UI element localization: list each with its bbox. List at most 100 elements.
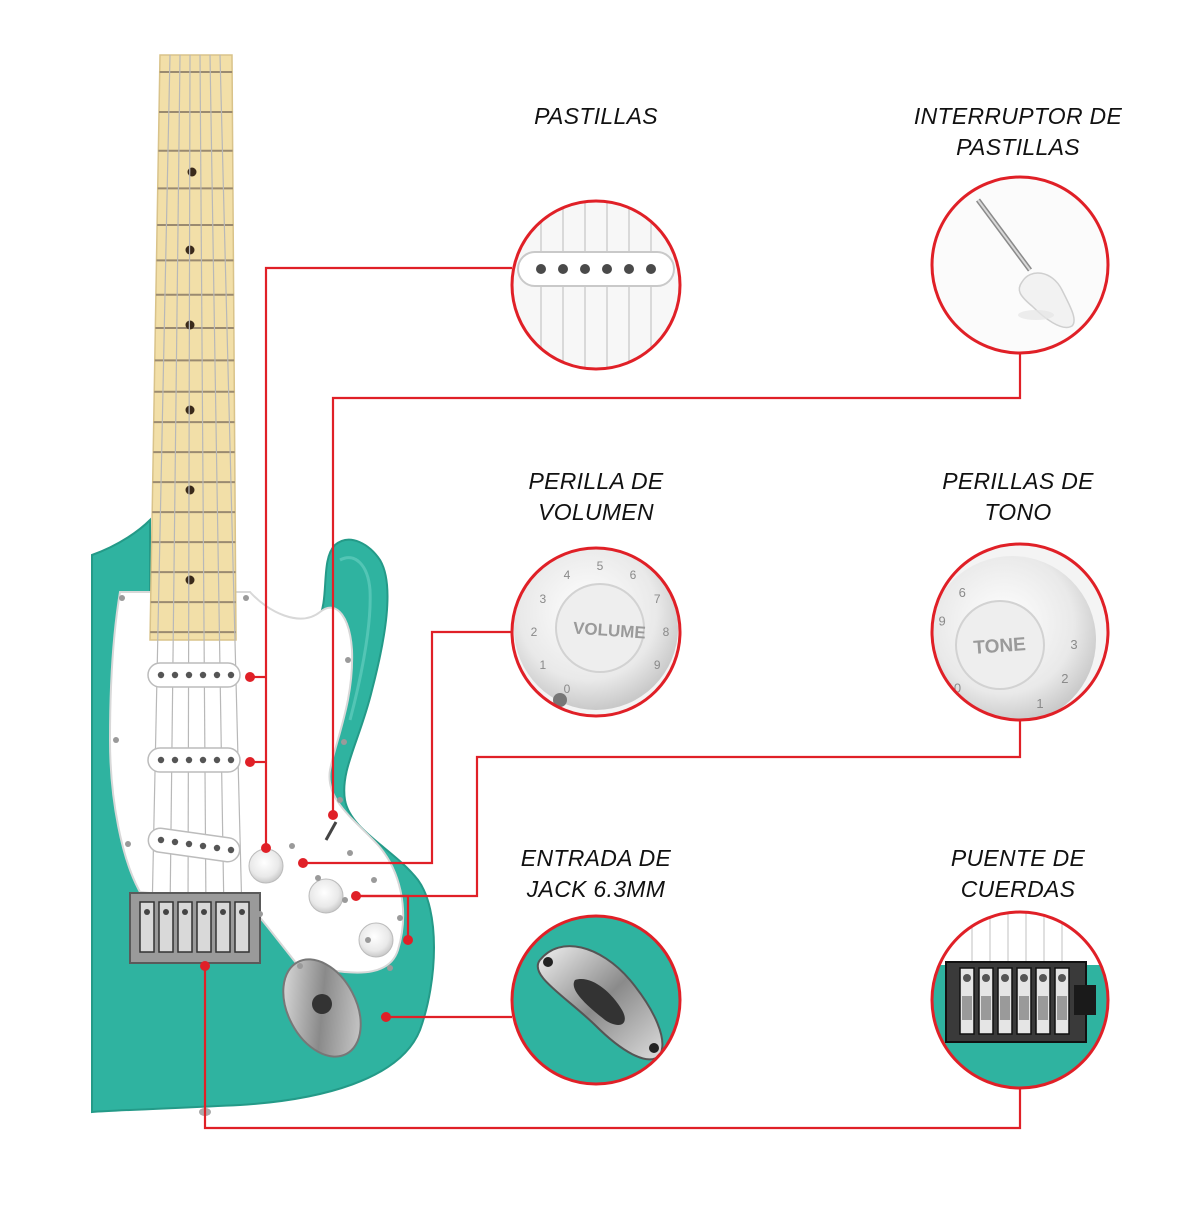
- pole-piece: [157, 756, 165, 764]
- volume-scale-number: 4: [564, 568, 571, 582]
- tremolo-bridge-icon: [932, 912, 1108, 1088]
- label-bridge-line2: CUERDAS: [960, 876, 1076, 902]
- screw: [125, 841, 131, 847]
- guitar-jack: [282, 958, 362, 1058]
- pole-piece: [185, 671, 193, 679]
- bridge-saddle: [139, 901, 155, 953]
- pole-piece: [157, 836, 165, 844]
- fret-marker: [187, 167, 197, 177]
- label-jack-input: ENTRADA DE JACK 6.3MM: [466, 843, 726, 905]
- label-volume-knob-line1: PERILLA DE: [528, 468, 664, 494]
- pole-piece: [157, 671, 165, 679]
- pickups-detail: [510, 199, 682, 371]
- pole-piece: [213, 756, 221, 764]
- pole-piece: [227, 671, 235, 679]
- pole-piece: [213, 671, 221, 679]
- pole-piece: [199, 756, 207, 764]
- screw: [365, 937, 371, 943]
- volume-scale-number: 8: [663, 625, 670, 639]
- pole-piece: [171, 671, 179, 679]
- tone-knob-label: TONE: [973, 634, 1027, 659]
- volume-scale-number: 1: [539, 658, 546, 672]
- volume-scale-number: 5: [597, 559, 604, 573]
- leader-lines: [203, 266, 1022, 1130]
- pole-piece: [213, 844, 221, 852]
- pole-piece: [171, 756, 179, 764]
- guitar-pickups: [147, 662, 241, 863]
- tone-scale-number: 9: [938, 614, 945, 629]
- screw: [371, 877, 377, 883]
- label-pickups: PASTILLAS: [466, 101, 726, 132]
- tone-scale-number: 6: [959, 585, 966, 600]
- selector-switch-icon: [932, 177, 1108, 353]
- label-jack-input-line1: ENTRADA DE: [520, 845, 672, 871]
- pole-piece: [199, 842, 207, 850]
- screw: [345, 657, 351, 663]
- fret-marker: [185, 575, 195, 585]
- label-jack-input-line2: JACK 6.3MM: [526, 876, 666, 902]
- screw: [113, 737, 119, 743]
- pole-piece: [227, 756, 235, 764]
- bridge-saddle: [158, 901, 174, 953]
- screw: [315, 875, 321, 881]
- guitar-switch: [324, 821, 338, 841]
- volume-scale-number: 7: [654, 592, 661, 606]
- bridge-saddle: [177, 901, 193, 953]
- guitar-neck: [149, 54, 237, 641]
- screw: [341, 739, 347, 745]
- pole-piece: [199, 671, 207, 679]
- label-tone-knobs-line1: PERILLAS DE: [942, 468, 1094, 494]
- label-tone-knobs-line2: TONO: [984, 499, 1052, 525]
- label-tone-knobs: PERILLAS DE TONO: [888, 466, 1148, 528]
- fret-marker: [185, 405, 195, 415]
- volume-scale-number: 3: [539, 592, 546, 606]
- label-pickup-switch: INTERRUPTOR DE PASTILLAS: [888, 101, 1148, 163]
- screw: [337, 797, 343, 803]
- screw: [289, 843, 295, 849]
- leader-dots: [200, 672, 413, 1022]
- tone-scale-number: 1: [1036, 696, 1043, 711]
- pickup-switch-detail: [930, 175, 1110, 355]
- bridge-saddle: [215, 901, 231, 953]
- pole-piece: [227, 846, 235, 854]
- screw: [243, 595, 249, 601]
- single-coil-pickup-icon: [512, 201, 680, 369]
- jack-input-detail: [510, 914, 682, 1086]
- pole-piece: [171, 838, 179, 846]
- label-bridge: PUENTE DE CUERDAS: [888, 843, 1148, 905]
- screw: [257, 911, 263, 917]
- pole-piece: [185, 756, 193, 764]
- label-pickup-switch-line2: PASTILLAS: [956, 134, 1080, 160]
- screw: [119, 595, 125, 601]
- label-bridge-line1: PUENTE DE: [950, 845, 1086, 871]
- fret-marker: [185, 485, 195, 495]
- bridge-saddle: [196, 901, 212, 953]
- screw: [387, 965, 393, 971]
- tone-scale-number: 3: [1070, 637, 1077, 652]
- pole-piece: [185, 840, 193, 848]
- guitar-knobs: [248, 848, 394, 958]
- screw: [342, 897, 348, 903]
- label-pickup-switch-line1: INTERRUPTOR DE: [913, 103, 1123, 129]
- screw: [347, 850, 353, 856]
- tone-scale-number: 2: [1061, 671, 1068, 686]
- screw: [397, 915, 403, 921]
- string: [219, 54, 243, 916]
- volume-scale-number: 6: [630, 568, 637, 582]
- volume-scale-number: 2: [531, 625, 538, 639]
- jack-plate-icon: [512, 916, 680, 1084]
- bridge-detail: [930, 910, 1110, 1090]
- volume-scale-number: 0: [564, 682, 571, 696]
- guitar-bridge: [129, 892, 261, 964]
- fret-marker: [185, 320, 195, 330]
- guitar: [91, 54, 435, 1116]
- label-pickups-line1: PASTILLAS: [534, 103, 658, 129]
- bridge-saddle: [234, 901, 250, 953]
- screw: [297, 963, 303, 969]
